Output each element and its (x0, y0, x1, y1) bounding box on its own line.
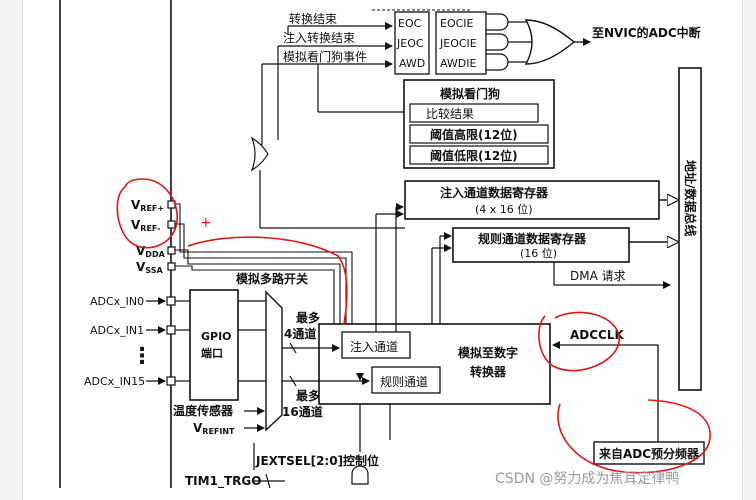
vdda-label: VDDA (136, 244, 166, 259)
regular-data-register: 规则通道数据寄存器 (16 位) (452, 227, 678, 263)
csdn-watermark: CSDN @努力成为焦耳定律鸭 (495, 471, 679, 487)
gpio-port-label: 端口 (201, 346, 223, 360)
interrupt-flag-block: EOC JEOC AWD EOCIE JEOCIE AWDIE 至NVIC的AD… (372, 9, 701, 75)
watchdog-high-threshold: 阈值高限(12位) (430, 127, 518, 142)
vrefint-label: VREFINT (193, 421, 235, 436)
adcclk-label: ADCCLK (570, 328, 625, 342)
regular-channel-box (371, 366, 441, 394)
analog-mux: 模拟多路开关 (236, 271, 308, 432)
event-eoc-label: 转换结束 (289, 11, 337, 26)
event-jeoc-label: 注入转换结束 (283, 30, 355, 45)
mux-output-lines (282, 342, 370, 387)
awd-flag: AWD (399, 57, 425, 70)
adc-converter-block: 模拟至数字 转换器 注入通道 规则通道 (318, 323, 551, 405)
left-gutter (0, 0, 23, 500)
temp-sensor-label: 温度传感器 (173, 403, 234, 418)
input-adc-in15-label: ADCx_IN15 (84, 375, 145, 388)
injected-data-register: 注入通道数据寄存器 (4 x 16 位) (404, 180, 678, 220)
input-dots: ⋮ (131, 344, 153, 369)
converter-label-1: 模拟至数字 (458, 345, 518, 360)
dma-request-label: DMA 请求 (570, 269, 626, 283)
input-adc-in0-label: ADCx_IN0 (90, 295, 144, 308)
address-data-bus: 地址/数据总线 (678, 67, 702, 391)
injected-register-title: 注入通道数据寄存器 (440, 185, 549, 200)
max-regular-label-2: 16通道 (282, 404, 323, 419)
reference-pins: VREF+ VREF- VDDA VSSA (131, 198, 176, 275)
injected-channel-box (341, 331, 411, 359)
max-regular-label-1: 最多 (296, 388, 320, 403)
regular-register-size: (16 位) (520, 246, 557, 260)
event-awd-label: 模拟看门狗事件 (283, 49, 367, 64)
event-lines (261, 22, 404, 145)
right-gutter (742, 0, 756, 500)
nvic-output-label: 至NVIC的ADC中断 (592, 25, 701, 40)
analog-watchdog-block: 模拟看门狗 比较结果 阈值高限(12位) 阈值低限(12位) (403, 79, 555, 169)
plus-mark: + (200, 215, 212, 231)
vref-minus-label: VREF- (131, 218, 160, 233)
address-bus-label: 地址/数据总线 (683, 160, 698, 236)
watchdog-compare-result: 比较结果 (426, 106, 474, 121)
tim1-trgo-label: TIM1_TRGO (185, 474, 261, 489)
watchdog-title: 模拟看门狗 (440, 86, 500, 101)
gpio-port-block: GPIO 端口 (189, 289, 268, 401)
trigger-and-gate (351, 465, 369, 485)
vref-plus-label: VREF+ (131, 198, 164, 213)
converter-label-2: 转换器 (470, 364, 507, 379)
watchdog-low-threshold: 阈值低限(12位) (430, 148, 518, 163)
eocie-enable: EOCIE (440, 17, 474, 30)
regular-channel-label: 规则通道 (380, 374, 428, 389)
gpio-label: GPIO (201, 330, 232, 343)
event-or-gate (250, 136, 269, 172)
or-gate (524, 19, 576, 65)
chip-boundary (59, 0, 172, 488)
red-annotations (116, 178, 711, 474)
prescaler-label: 来自ADC预分频器 (598, 446, 700, 461)
jeocie-enable: JEOCIE (439, 37, 477, 50)
input-adc-in1-label: ADCx_IN1 (90, 324, 144, 337)
awdie-enable: AWDIE (440, 57, 477, 70)
injected-channel-label: 注入通道 (350, 339, 398, 354)
injected-register-size: (4 x 16 位) (475, 202, 533, 216)
analog-inputs: ADCx_IN0 ADCx_IN1 ⋮ ADCx_IN15 (84, 295, 190, 388)
mux-label: 模拟多路开关 (236, 271, 308, 286)
converter-output-lines (356, 203, 555, 452)
vssa-label: VSSA (136, 260, 163, 275)
jeoc-flag: JEOC (396, 37, 424, 50)
regular-register-title: 规则通道数据寄存器 (478, 231, 587, 246)
eoc-flag: EOC (398, 17, 422, 30)
max-injected-label-1: 最多 (296, 310, 320, 325)
jextsel-label: JEXTSEL[2:0]控制位 (255, 453, 379, 468)
max-injected-label-2: 4通道 (284, 326, 316, 341)
